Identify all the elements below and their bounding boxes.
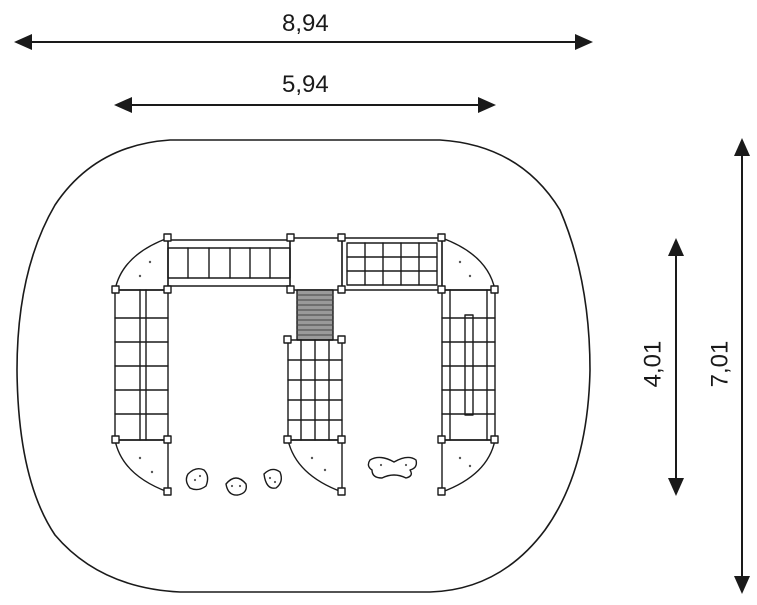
equipment-width-label: 5,94: [282, 71, 329, 98]
dim-arrow-equipment-width: [114, 97, 496, 113]
equipment-depth-label: 4,01: [639, 340, 667, 388]
overall-depth-label: 7,01: [706, 340, 734, 388]
center-climbing-net: [287, 339, 343, 441]
center-platform: [289, 237, 343, 291]
corner-platform-top-left: [114, 237, 169, 291]
safety-zone-outline: [16, 139, 591, 593]
stepping-stone-1: [185, 467, 209, 491]
right-ladder: [441, 289, 496, 441]
stepping-stone-3: [263, 468, 283, 489]
balance-beam-stone: [367, 456, 418, 479]
top-right-climbing-net: [341, 237, 443, 291]
posts: [111, 233, 499, 496]
corner-platform-top-right: [441, 237, 496, 291]
stepping-stone-2: [225, 477, 248, 496]
overall-width-label: 8,94: [282, 10, 329, 37]
dim-arrow-equipment-depth: [668, 238, 684, 496]
surface-markers: [138, 260, 472, 488]
dim-arrow-overall-width: [14, 34, 593, 50]
corner-platform-bottom-left: [114, 439, 169, 493]
corner-platform-bottom-right: [441, 439, 496, 493]
left-ladder: [114, 289, 169, 441]
dim-arrow-overall-depth: [734, 138, 750, 594]
ramp-hatching: [296, 294, 334, 336]
top-ladder-bridge: [167, 239, 291, 287]
corner-platform-bottom-center: [287, 439, 343, 493]
